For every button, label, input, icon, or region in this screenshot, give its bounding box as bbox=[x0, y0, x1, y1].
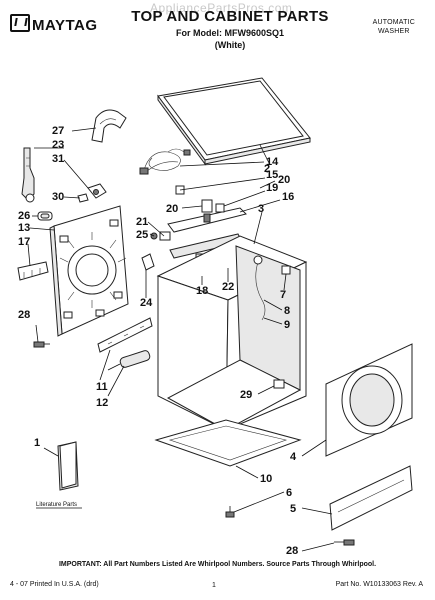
cord-part bbox=[253, 255, 291, 321]
footer-printed: 4 - 07 Printed In U.S.A. (drd) bbox=[10, 581, 99, 588]
damper-part bbox=[107, 350, 151, 371]
callout-11: 11 bbox=[96, 381, 108, 393]
footer-page-number: 1 bbox=[212, 582, 216, 589]
callout-12: 12 bbox=[96, 397, 108, 409]
callout-28-left: 28 bbox=[18, 309, 30, 321]
callout-14: 14 bbox=[266, 156, 279, 168]
callout-10: 10 bbox=[260, 473, 272, 485]
page-title: TOP AND CABINET PARTS bbox=[131, 8, 329, 25]
screw-28-left bbox=[33, 341, 50, 348]
callout-15: 15 bbox=[266, 169, 278, 181]
callout-31: 31 bbox=[52, 153, 64, 165]
top-panel-part bbox=[157, 77, 311, 166]
gasket-part bbox=[37, 211, 53, 221]
product-line-2: WASHER bbox=[377, 28, 410, 35]
callout-27: 27 bbox=[52, 125, 64, 137]
leader-lines bbox=[27, 127, 335, 552]
watermark-text: AppliancePartsPros.com bbox=[150, 1, 293, 15]
callout-26: 26 bbox=[18, 210, 30, 222]
callout-21: 21 bbox=[136, 216, 148, 228]
bracket-part bbox=[91, 109, 127, 143]
product-type: AUTOMATIC WASHER bbox=[373, 18, 415, 36]
brand-logo: MAYTAG bbox=[10, 14, 98, 34]
callout-numbers: 27 23 31 30 26 13 17 28 14 15 19 20 16 2… bbox=[18, 125, 298, 557]
callout-3: 3 bbox=[258, 203, 264, 215]
literature-parts-label: Literature Parts bbox=[36, 502, 77, 508]
front-panel-part bbox=[325, 343, 413, 457]
lower-panel-part bbox=[329, 465, 413, 531]
callout-20-left: 20 bbox=[166, 203, 178, 215]
callout-13: 13 bbox=[18, 222, 30, 234]
clip-24-part bbox=[141, 253, 155, 271]
maytag-m-icon bbox=[10, 14, 30, 32]
callout-8: 8 bbox=[284, 305, 290, 317]
callout-1: 1 bbox=[34, 437, 40, 449]
foot-screw-part bbox=[225, 506, 235, 518]
callout-22: 22 bbox=[222, 281, 234, 293]
callout-23: 23 bbox=[52, 139, 64, 151]
diagram-title-block: TOP AND CABINET PARTS For Model: MFW9600… bbox=[130, 8, 330, 50]
clip-part bbox=[77, 183, 107, 203]
callout-24: 24 bbox=[140, 297, 153, 309]
callout-4: 4 bbox=[290, 451, 297, 463]
rail-part bbox=[97, 317, 153, 353]
cabinet-part bbox=[156, 235, 308, 431]
console-bracket-part bbox=[150, 185, 247, 259]
callout-19: 19 bbox=[266, 182, 278, 194]
screw-28-right bbox=[334, 539, 355, 546]
callout-29: 29 bbox=[240, 389, 252, 401]
callout-5: 5 bbox=[290, 503, 296, 515]
footer-part-number: Part No. W10133063 Rev. A bbox=[335, 581, 423, 588]
callout-28-right: 28 bbox=[286, 545, 298, 557]
literature-part bbox=[57, 441, 79, 491]
callout-7: 7 bbox=[280, 289, 286, 301]
footer-important-note: IMPORTANT: All Part Numbers Listed Are W… bbox=[58, 561, 377, 568]
model-line: For Model: MFW9600SQ1 bbox=[175, 28, 284, 38]
callout-2: 2 bbox=[264, 163, 270, 175]
callout-9: 9 bbox=[284, 319, 290, 331]
callout-20-right: 20 bbox=[278, 174, 290, 186]
callout-6: 6 bbox=[286, 487, 292, 499]
brand-name: MAYTAG bbox=[32, 17, 98, 34]
base-pad-part bbox=[154, 419, 302, 467]
foot-bracket-part bbox=[17, 261, 49, 281]
callout-30: 30 bbox=[52, 191, 64, 203]
color-line: (White) bbox=[214, 40, 246, 50]
hose-part bbox=[21, 147, 35, 203]
callout-18: 18 bbox=[196, 285, 208, 297]
callout-16: 16 bbox=[282, 191, 294, 203]
latch-part bbox=[273, 379, 285, 389]
wire-harness-part bbox=[139, 148, 191, 175]
callout-25: 25 bbox=[136, 229, 148, 241]
rear-panel-part bbox=[49, 205, 129, 337]
callout-17: 17 bbox=[18, 236, 30, 248]
product-line-1: AUTOMATIC bbox=[372, 19, 415, 26]
